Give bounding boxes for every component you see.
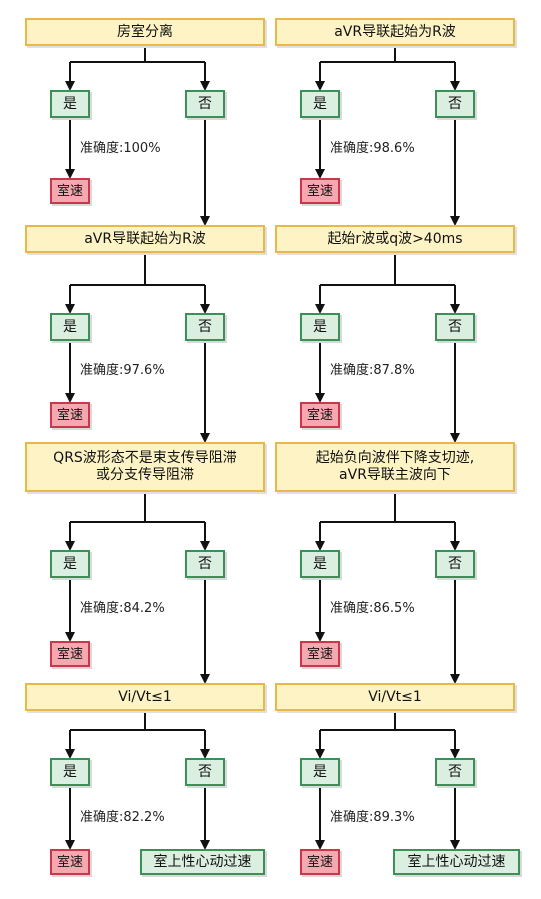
vt-result-box-c1-s1: 室速 [50,178,90,204]
no-box-c1-s4: 否 [185,758,225,786]
no-box-c1-s2: 否 [185,313,225,341]
condition-box-c2-s2: 起始r波或q波>40ms [275,225,515,253]
yes-box-c2-s3: 是 [300,550,340,578]
yes-box-c1-s1: 是 [50,90,90,118]
accuracy-label-c1-s2: 准确度:97.6% [80,363,165,378]
vt-result-box-c2-s1: 室速 [300,178,340,204]
condition-box-c2-s1: aVR导联起始为R波 [275,18,515,46]
yes-box-c1-s3: 是 [50,550,90,578]
no-box-c2-s2: 否 [435,313,475,341]
condition-box-c1-s4: Vi/Vt≤1 [25,683,265,711]
condition-box-c2-s3: 起始负向波伴下降支切迹, aVR导联主波向下 [275,442,515,492]
accuracy-label-c2-s3: 准确度:86.5% [330,601,415,616]
yes-box-c1-s4: 是 [50,758,90,786]
no-box-c1-s3: 否 [185,550,225,578]
vt-result-box-c2-s4: 室速 [300,849,340,875]
condition-box-c2-s4: Vi/Vt≤1 [275,683,515,711]
svt-result-box-c1: 室上性心动过速 [140,849,265,875]
vt-result-box-c2-s3: 室速 [300,641,340,667]
vt-result-box-c2-s2: 室速 [300,402,340,428]
accuracy-label-c1-s1: 准确度:100% [80,141,161,156]
accuracy-label-c1-s3: 准确度:84.2% [80,601,165,616]
no-box-c2-s1: 否 [435,90,475,118]
accuracy-label-c2-s2: 准确度:87.8% [330,363,415,378]
accuracy-label-c2-s1: 准确度:98.6% [330,141,415,156]
no-box-c2-s4: 否 [435,758,475,786]
accuracy-label-c1-s4: 准确度:82.2% [80,810,165,825]
vt-result-box-c1-s2: 室速 [50,402,90,428]
no-box-c1-s1: 否 [185,90,225,118]
yes-box-c2-s1: 是 [300,90,340,118]
vt-result-box-c1-s3: 室速 [50,641,90,667]
accuracy-label-c2-s4: 准确度:89.3% [330,810,415,825]
vt-result-box-c1-s4: 室速 [50,849,90,875]
svt-result-box-c2: 室上性心动过速 [393,849,520,875]
yes-box-c1-s2: 是 [50,313,90,341]
yes-box-c2-s4: 是 [300,758,340,786]
condition-box-c1-s1: 房室分离 [25,18,265,46]
yes-box-c2-s2: 是 [300,313,340,341]
condition-box-c1-s3: QRS波形态不是束支传导阻滞 或分支传导阻滞 [25,442,265,492]
no-box-c2-s3: 否 [435,550,475,578]
condition-box-c1-s2: aVR导联起始为R波 [25,225,265,253]
